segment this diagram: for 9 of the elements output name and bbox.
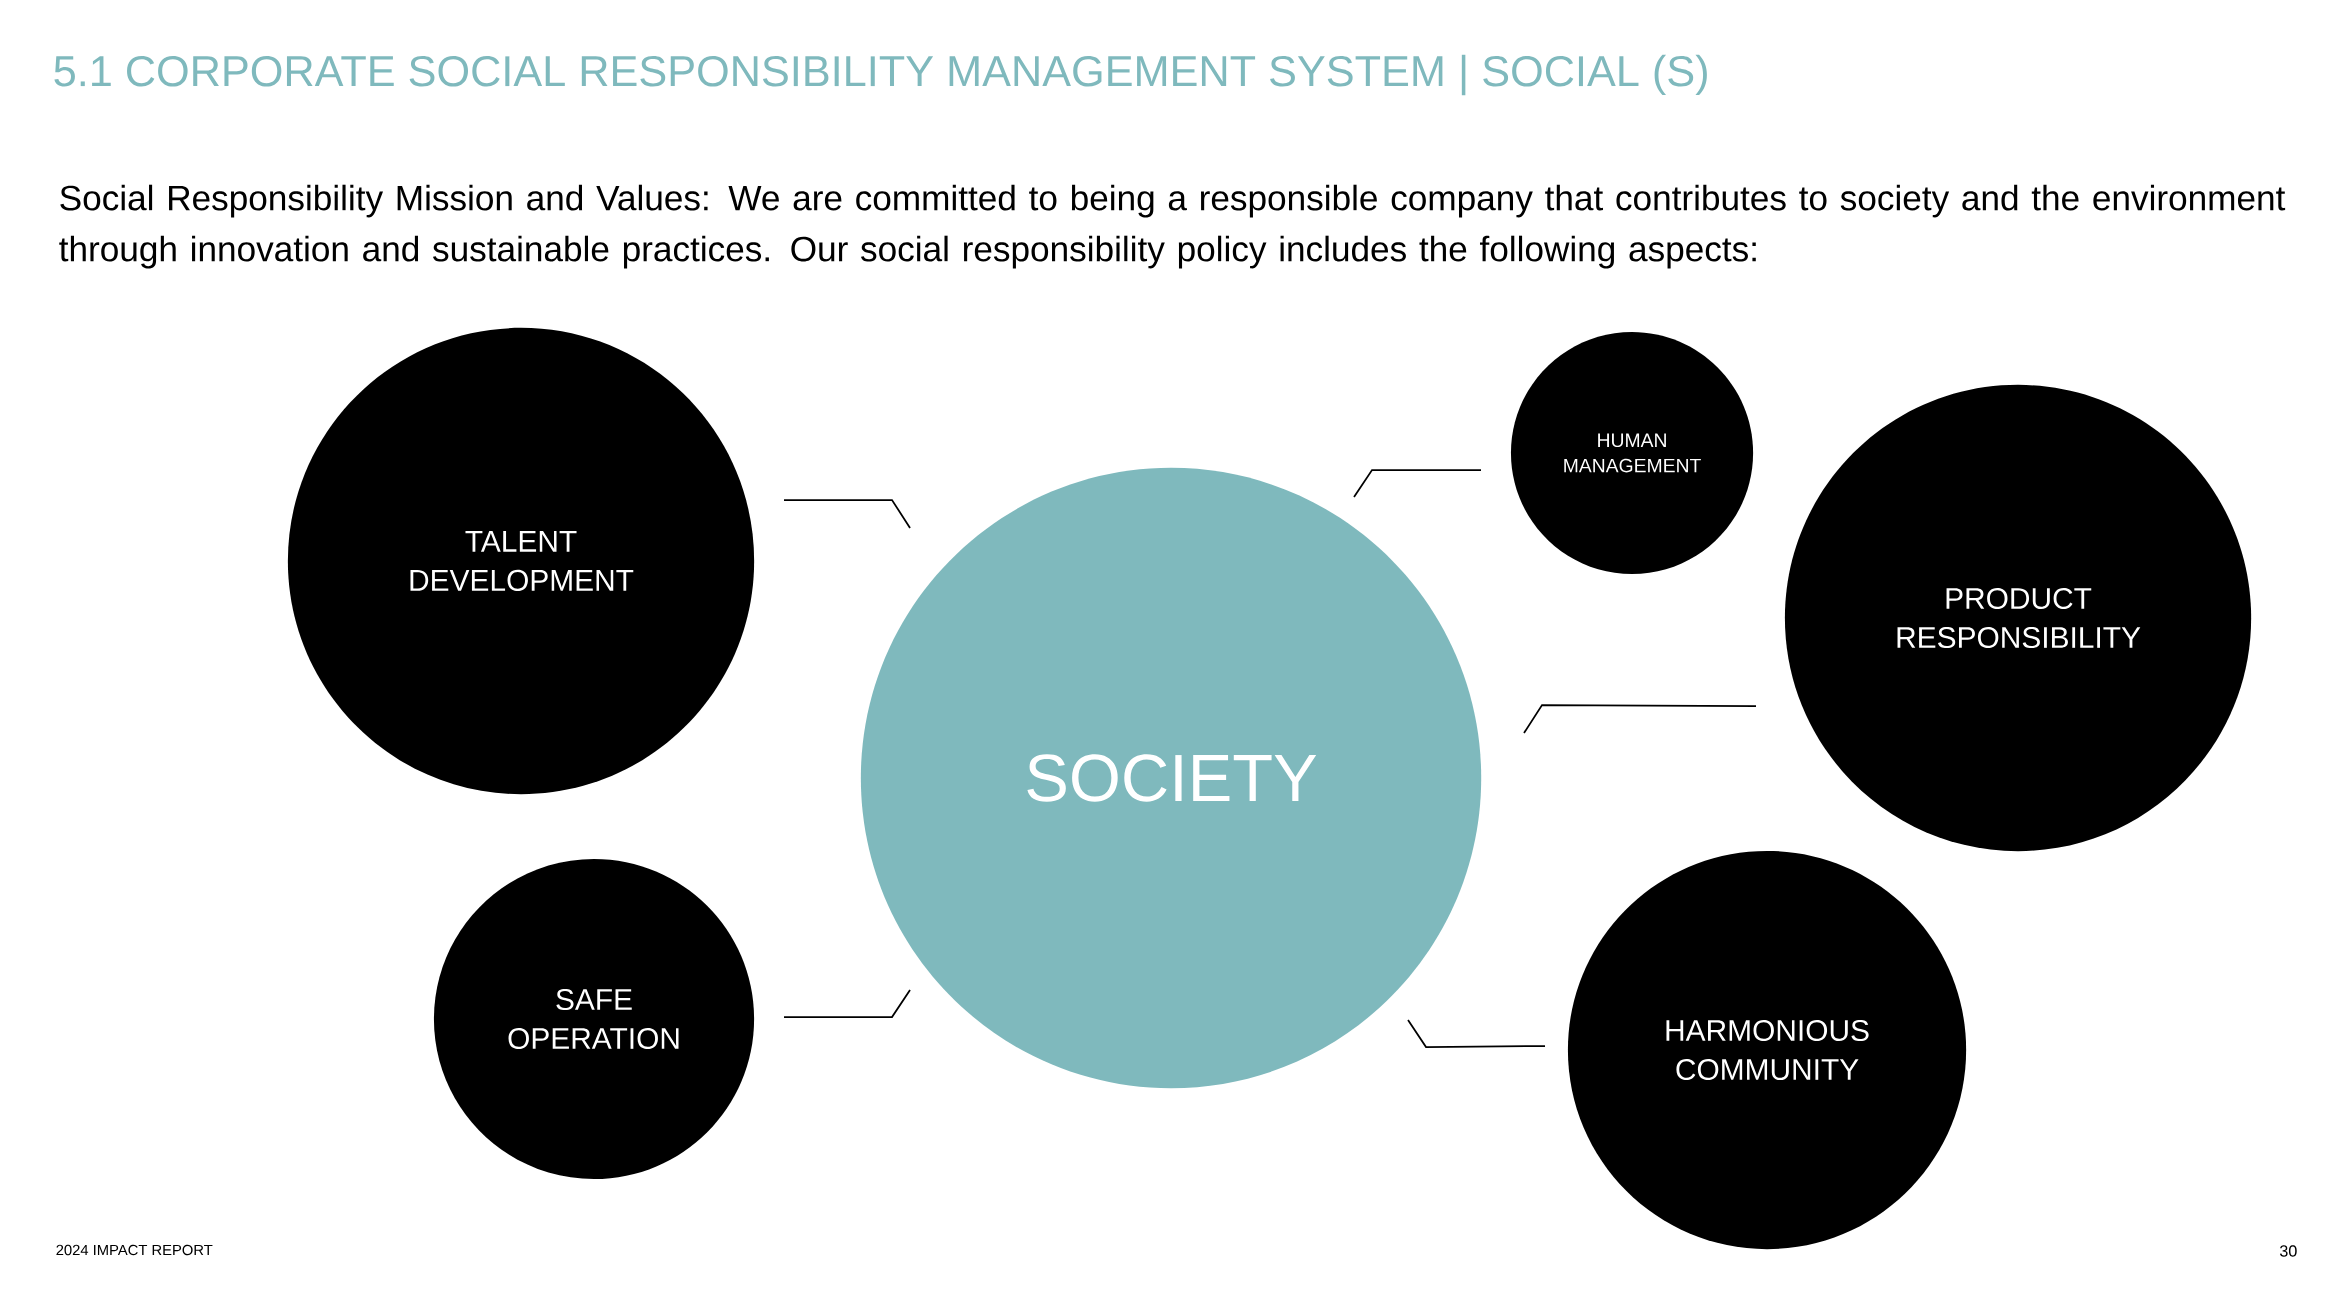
footer-text: 2024 IMPACT REPORT <box>56 1244 213 1256</box>
page-number: 30 <box>2279 1245 2297 1257</box>
leader-line <box>1407 1019 1546 1048</box>
leader-line <box>783 989 911 1018</box>
title: 5.1 CORPORATE SOCIAL RESPONSIBILITY MANAGEMENT SYSTEM | SOCIAL (S) <box>54 54 1707 96</box>
leader-line <box>1353 469 1482 498</box>
leader-line <box>1523 704 1757 734</box>
leader-line <box>783 499 911 529</box>
intro-paragraph: Social Responsibility Mission and Values: We are committed to being a responsible company that contributes to society and the environment through innovation and sustainable practices. Our social responsibility policy includes the following aspects: <box>59 184 2286 269</box>
